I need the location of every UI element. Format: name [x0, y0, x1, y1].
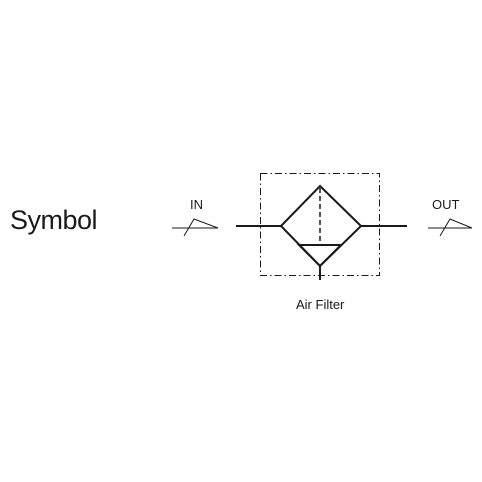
symbol-heading: Symbol: [10, 205, 98, 235]
inlet-label: IN: [190, 197, 203, 212]
component-label: Air Filter: [296, 297, 345, 312]
inlet-flow-icon: [172, 218, 219, 237]
outlet-flow-icon: [428, 218, 473, 237]
filter-diamond: [279, 184, 363, 268]
drain-triangle: [296, 244, 344, 268]
outlet-label: OUT: [432, 197, 460, 212]
